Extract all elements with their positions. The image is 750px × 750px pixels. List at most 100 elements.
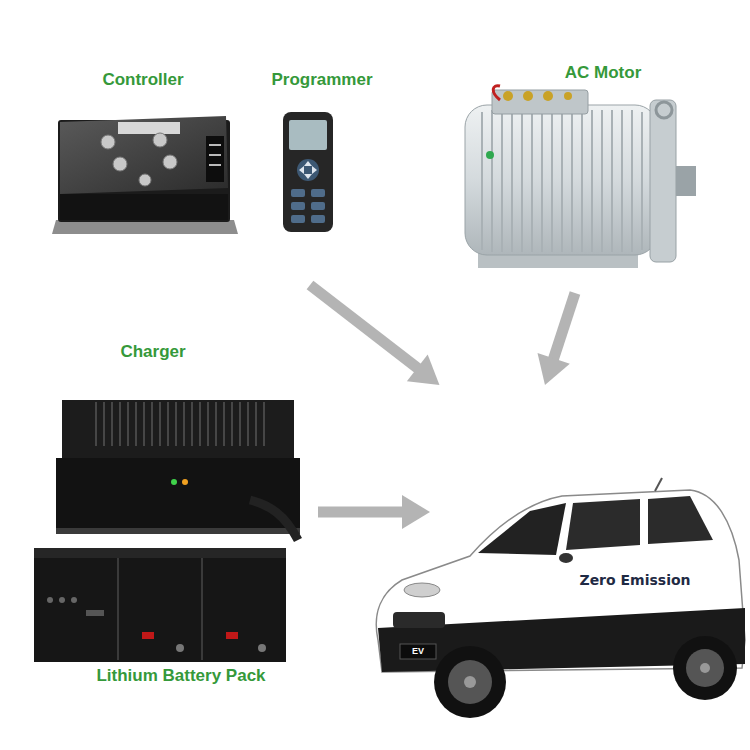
programmer-picture-part [291,215,305,223]
programmer-picture-part [283,112,333,232]
arrow-head [538,353,570,385]
controller-picture-part [52,220,238,234]
charger-picture-part [95,402,97,446]
livery-text: Zero Emission [579,571,690,589]
car-picture-part [478,503,566,555]
controller-picture-part [60,194,228,220]
component-box: AC Motor [450,58,700,293]
controller-picture-part [153,133,167,147]
plate-label: EV [412,646,424,657]
car-picture-part [648,496,713,544]
charger-picture-part [175,402,177,446]
vehicle-box: Zero Emission [430,385,745,725]
motor-picture-part [676,166,696,196]
controller-picture-part [209,164,221,166]
charger-picture-part [135,402,137,446]
car-picture-part [673,636,737,700]
charger-picture [56,400,300,540]
component-box: Programmer [262,65,382,285]
component-name: Programmer [271,70,372,90]
car-picture-part [700,663,710,673]
flow-arrow [310,285,439,385]
charger-picture-part [263,402,265,446]
programmer-picture [283,112,333,232]
charger-picture-part [250,500,298,540]
battery-picture-part [176,644,184,652]
charger-picture-part [62,400,294,462]
charger-picture-part [207,402,209,446]
motor-picture-part [631,110,633,252]
charger-picture-part [159,402,161,446]
car-picture-part [655,478,662,491]
controller-picture-part [139,174,151,186]
battery-picture-part [34,548,286,662]
motor-picture-part [641,112,643,250]
motor-picture-part [656,102,672,118]
programmer-picture-part [304,174,312,179]
controller-picture-part [209,154,221,156]
component-box: Charger [45,338,318,543]
arrow-shaft [318,507,404,518]
motor-picture-part [493,86,500,100]
programmer-picture-part [311,215,325,223]
charger-picture-part [56,458,300,528]
arrow-head [402,495,430,529]
controller-picture-part [206,136,224,182]
motor-picture-part [561,110,563,252]
controller-picture-part [101,135,115,149]
charger-picture-part [119,402,121,446]
battery-picture-part [142,632,154,639]
charger-picture-part [56,528,300,534]
programmer-picture-part [291,189,305,197]
flow-arrow [538,293,575,385]
motor-picture-part [491,110,493,252]
motor-picture-part [564,92,572,100]
charger-picture-part [231,402,233,446]
motor-picture-part [551,110,553,252]
controller-picture [52,116,238,234]
arrow-shaft [310,285,419,369]
programmer-picture-part [297,159,319,181]
programmer-picture-part [311,202,325,210]
motor-picture-part [591,110,593,252]
motor-picture-part [650,100,676,262]
component-name: Controller [102,70,183,90]
charger-picture-part [191,402,193,446]
charger-picture-part [223,402,225,446]
charger-picture-part [167,402,169,446]
charger-picture-part [239,402,241,446]
component-name: Lithium Battery Pack [96,666,265,686]
motor-picture-part [543,91,553,101]
motor-picture-part [492,90,588,114]
charger-picture-part [151,402,153,446]
charger-picture-part [199,402,201,446]
controller-picture-part [113,157,127,171]
programmer-picture-part [291,202,305,210]
battery-picture-part [34,548,286,558]
battery-picture-part [86,610,104,616]
charger-picture-part [127,402,129,446]
controller-picture-part [60,116,228,194]
battery-picture-part [59,597,65,603]
motor-picture-part [601,110,603,252]
car-picture [376,478,745,718]
charger-picture-part [111,402,113,446]
motor-picture-part [621,110,623,252]
controller-picture-part [163,155,177,169]
motor-picture-part [521,110,523,252]
charger-picture-part [247,402,249,446]
charger-picture-part [183,402,185,446]
car-picture-part [686,649,724,687]
programmer-picture-part [299,166,304,174]
motor-picture-part [503,91,513,101]
motor-picture-part [465,105,657,255]
battery-picture-part [71,597,77,603]
motor-picture-part [486,151,494,159]
motor-picture-part [571,110,573,252]
battery-picture-part [258,644,266,652]
charger-picture-part [143,402,145,446]
charger-picture-part [215,402,217,446]
programmer-picture-part [311,189,325,197]
car-picture-part [434,646,506,718]
motor-picture-part [511,110,513,252]
